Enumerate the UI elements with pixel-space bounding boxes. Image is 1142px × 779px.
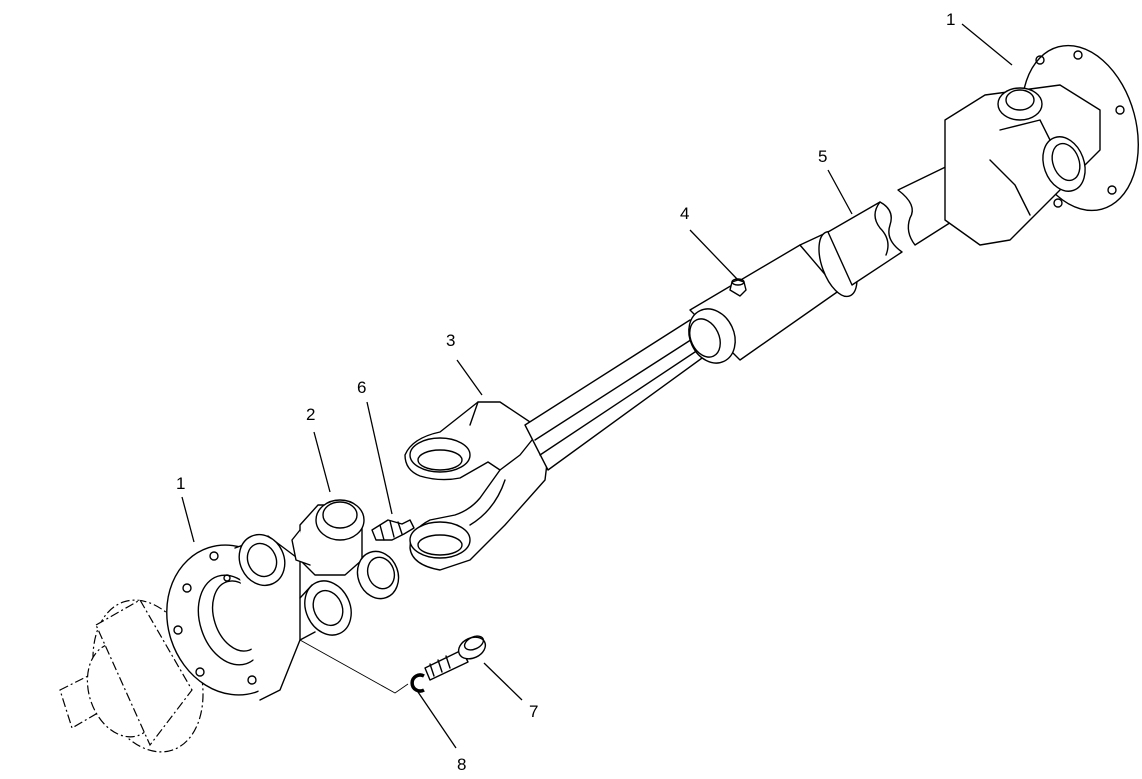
mating-flange-ghost bbox=[59, 599, 204, 753]
callout-5: 5 bbox=[818, 147, 827, 166]
flange-yoke-left bbox=[166, 533, 352, 701]
callout-1-left: 1 bbox=[176, 474, 185, 493]
callout-1-top: 1 bbox=[946, 10, 955, 29]
grease-fitting-6 bbox=[371, 519, 415, 541]
callout-4: 4 bbox=[680, 204, 689, 223]
slip-yoke bbox=[404, 401, 549, 571]
callout-7: 7 bbox=[529, 702, 538, 721]
grease-fitting-4 bbox=[729, 278, 747, 297]
callout-8: 8 bbox=[457, 755, 466, 774]
callout-3: 3 bbox=[446, 331, 455, 350]
cross-and-bearing bbox=[291, 499, 400, 600]
lock-washer bbox=[410, 673, 425, 693]
leader-lines bbox=[181, 23, 1013, 749]
callout-2: 2 bbox=[306, 405, 315, 424]
bolt bbox=[424, 635, 487, 681]
alignment-line bbox=[299, 639, 409, 694]
callout-6: 6 bbox=[357, 378, 366, 397]
flange-yoke-right bbox=[944, 44, 1139, 246]
